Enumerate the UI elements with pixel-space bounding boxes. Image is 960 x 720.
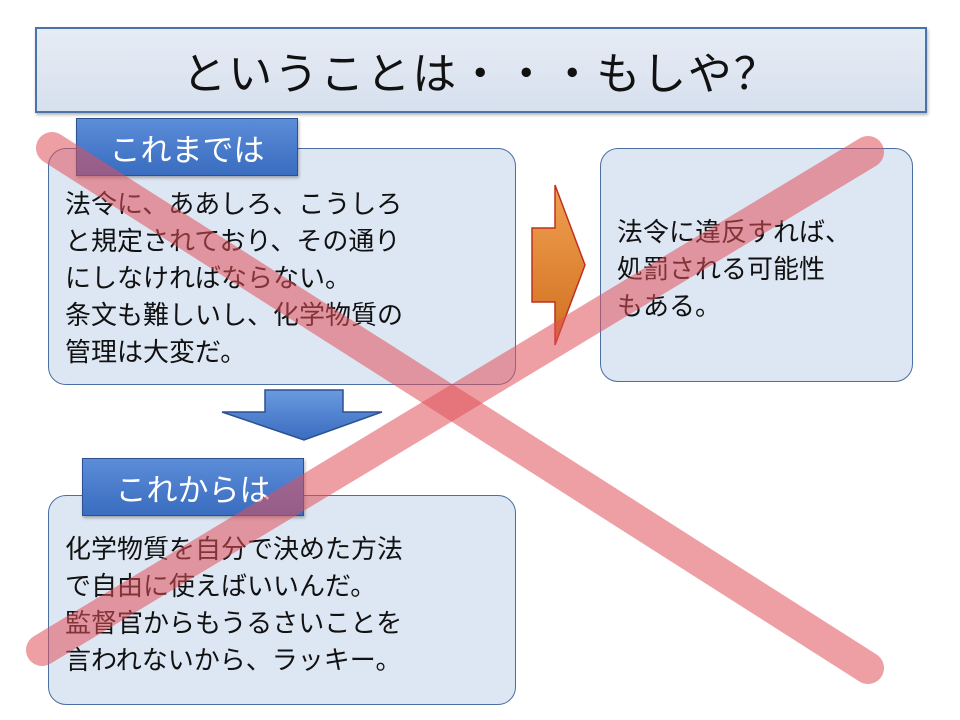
slide-title: ということは・・・もしや？ bbox=[35, 27, 927, 113]
after-text: 化学物質を自分で決めた方法 で自由に使えばいいんだ。 監督官からもうるさいことを… bbox=[65, 535, 403, 676]
after-label: これからは bbox=[82, 458, 304, 516]
before-label: これまでは bbox=[76, 118, 298, 176]
before-box: 法令に、ああしろ、こうしろ と規定されており、その通り にしなければならない。 … bbox=[48, 148, 516, 385]
cross-stroke-icon bbox=[26, 136, 884, 666]
right-arrow-icon bbox=[531, 184, 586, 346]
down-arrow-icon bbox=[221, 389, 383, 441]
